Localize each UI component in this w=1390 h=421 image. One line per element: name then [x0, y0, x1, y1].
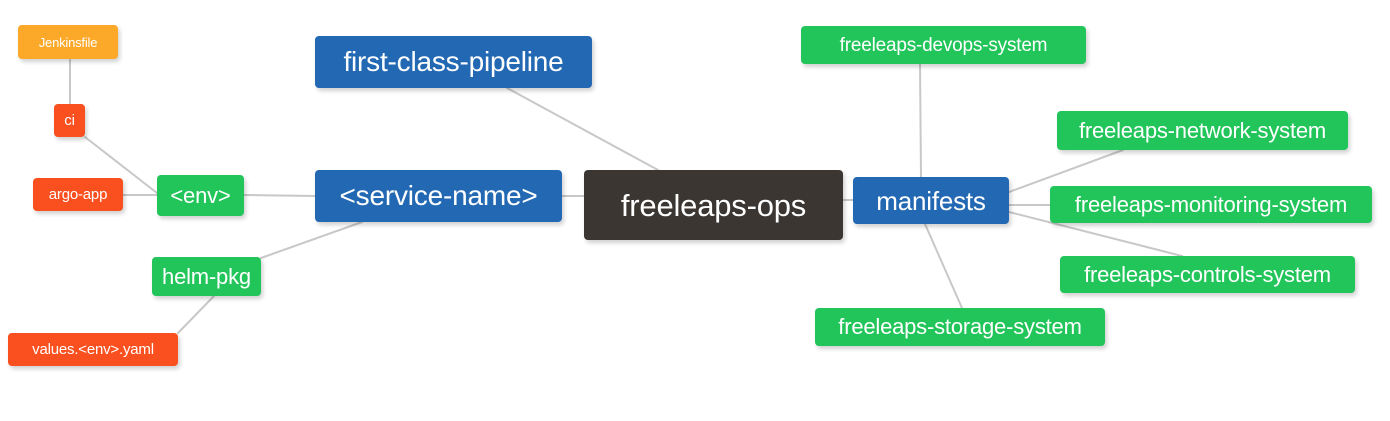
mindmap-node-freeleaps-ops[interactable]: freeleaps-ops — [584, 170, 843, 240]
mindmap-node-label: freeleaps-ops — [620, 187, 807, 223]
mindmap-node-argo-app[interactable]: argo-app — [33, 178, 123, 211]
mindmap-node-label: <env> — [170, 182, 231, 208]
mindmap-node-env[interactable]: <env> — [157, 175, 244, 216]
mindmap-node-label: <service-name> — [339, 180, 538, 211]
edge-values-yaml-to-helm-pkg — [177, 295, 215, 334]
mindmap-node-monitoring-system[interactable]: freeleaps-monitoring-system — [1050, 186, 1372, 223]
mindmap-node-devops-system[interactable]: freeleaps-devops-system — [801, 26, 1086, 64]
mindmap-node-label: first-class-pipeline — [343, 46, 564, 77]
mindmap-node-network-system[interactable]: freeleaps-network-system — [1057, 111, 1348, 150]
mindmap-node-label: ci — [64, 112, 75, 129]
mindmap-node-label: freeleaps-controls-system — [1084, 261, 1331, 287]
mindmap-node-service-name[interactable]: <service-name> — [315, 170, 562, 222]
mindmap-node-label: helm-pkg — [162, 263, 251, 289]
mindmap-node-controls-system[interactable]: freeleaps-controls-system — [1060, 256, 1355, 293]
mindmap-node-manifests[interactable]: manifests — [853, 177, 1009, 224]
edge-helm-pkg-to-service-name — [260, 221, 363, 259]
mindmap-node-label: freeleaps-network-system — [1078, 117, 1327, 143]
mindmap-node-label: freeleaps-monitoring-system — [1074, 191, 1348, 217]
edge-first-class-pipeline-to-freeleaps-ops — [506, 87, 659, 171]
mindmap-node-jenkinsfile[interactable]: Jenkinsfile — [18, 25, 118, 59]
mindmap-node-first-class-pipeline[interactable]: first-class-pipeline — [315, 36, 592, 88]
mindmap-node-label: manifests — [876, 185, 986, 216]
edge-manifests-to-storage-system — [924, 223, 963, 309]
edge-env-to-service-name — [243, 194, 316, 197]
mindmap-node-label: Jenkinsfile — [38, 34, 98, 50]
mindmap-node-label: freeleaps-devops-system — [839, 34, 1048, 56]
mindmap-node-label: values.<env>.yaml — [32, 341, 154, 358]
mindmap-node-ci[interactable]: ci — [54, 104, 85, 137]
edge-manifests-to-devops-system — [919, 63, 922, 178]
mindmap-node-values-yaml[interactable]: values.<env>.yaml — [8, 333, 178, 366]
mindmap-node-label: freeleaps-storage-system — [838, 314, 1082, 339]
mindmap-node-storage-system[interactable]: freeleaps-storage-system — [815, 308, 1105, 346]
mindmap-node-label: argo-app — [48, 186, 108, 203]
mindmap-node-helm-pkg[interactable]: helm-pkg — [152, 257, 261, 296]
